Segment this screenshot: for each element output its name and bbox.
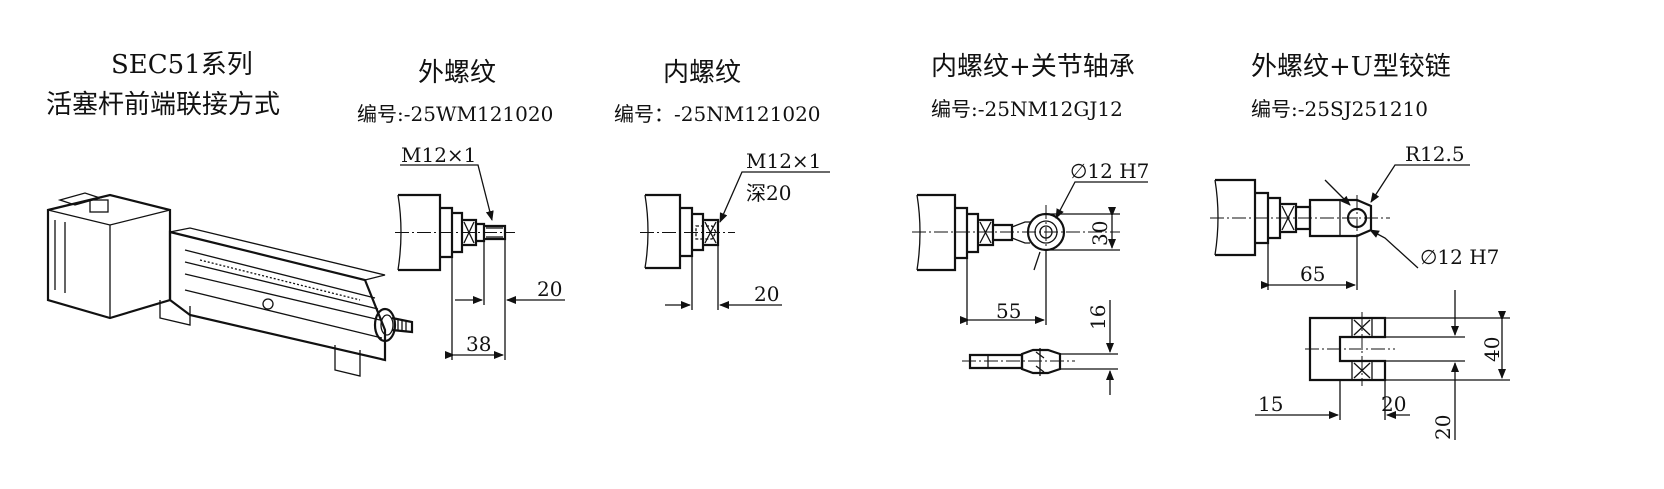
int-thread-label: M12×1 [746,149,821,173]
rod-end-dim-16: 16 [1086,305,1110,330]
clevis-dim-20-v: 20 [1431,415,1455,440]
rod-end-drawing [912,181,1148,395]
int-thread-depth: 深20 [746,181,791,205]
int-thread-dim-20: 20 [754,282,779,306]
variant-code-ext-thread: 编号:-25WM121020 [357,102,554,126]
clevis-dim-15: 15 [1258,392,1283,416]
actuator-illustration [46,192,414,377]
rod-end-dim-30: 30 [1088,221,1112,246]
clevis-radius: R12.5 [1405,142,1465,166]
variant-code-clevis: 编号:-25SJ251210 [1251,97,1429,121]
int-thread-drawing [640,171,830,310]
clevis-drawing [1210,164,1510,440]
series-title-line1: SEC51系列 [111,50,253,80]
series-title-line2: 活塞杆前端联接方式 [46,90,281,120]
ext-thread-dim-20: 20 [537,277,562,301]
variant-name-int-thread: 内螺纹 [663,58,742,88]
variant-name-ext-thread: 外螺纹 [418,58,497,88]
variant-name-rod-end: 内螺纹+关节轴承 [931,52,1135,82]
variant-code-rod-end: 编号:-25NM12GJ12 [931,97,1123,121]
ext-thread-label: M12×1 [401,143,476,167]
clevis-dim-65: 65 [1300,262,1325,286]
ext-thread-drawing [395,164,565,360]
rod-end-dim-55: 55 [996,299,1021,323]
variant-name-clevis: 外螺纹+U型铰链 [1251,52,1451,82]
variant-code-int-thread: 编号：-25NM121020 [614,102,821,126]
clevis-bore: ∅12 H7 [1420,245,1499,269]
rod-end-bore: ∅12 H7 [1070,159,1149,183]
clevis-dim-40: 40 [1480,337,1504,362]
clevis-dim-20-h: 20 [1381,392,1406,416]
ext-thread-dim-38: 38 [466,332,491,356]
